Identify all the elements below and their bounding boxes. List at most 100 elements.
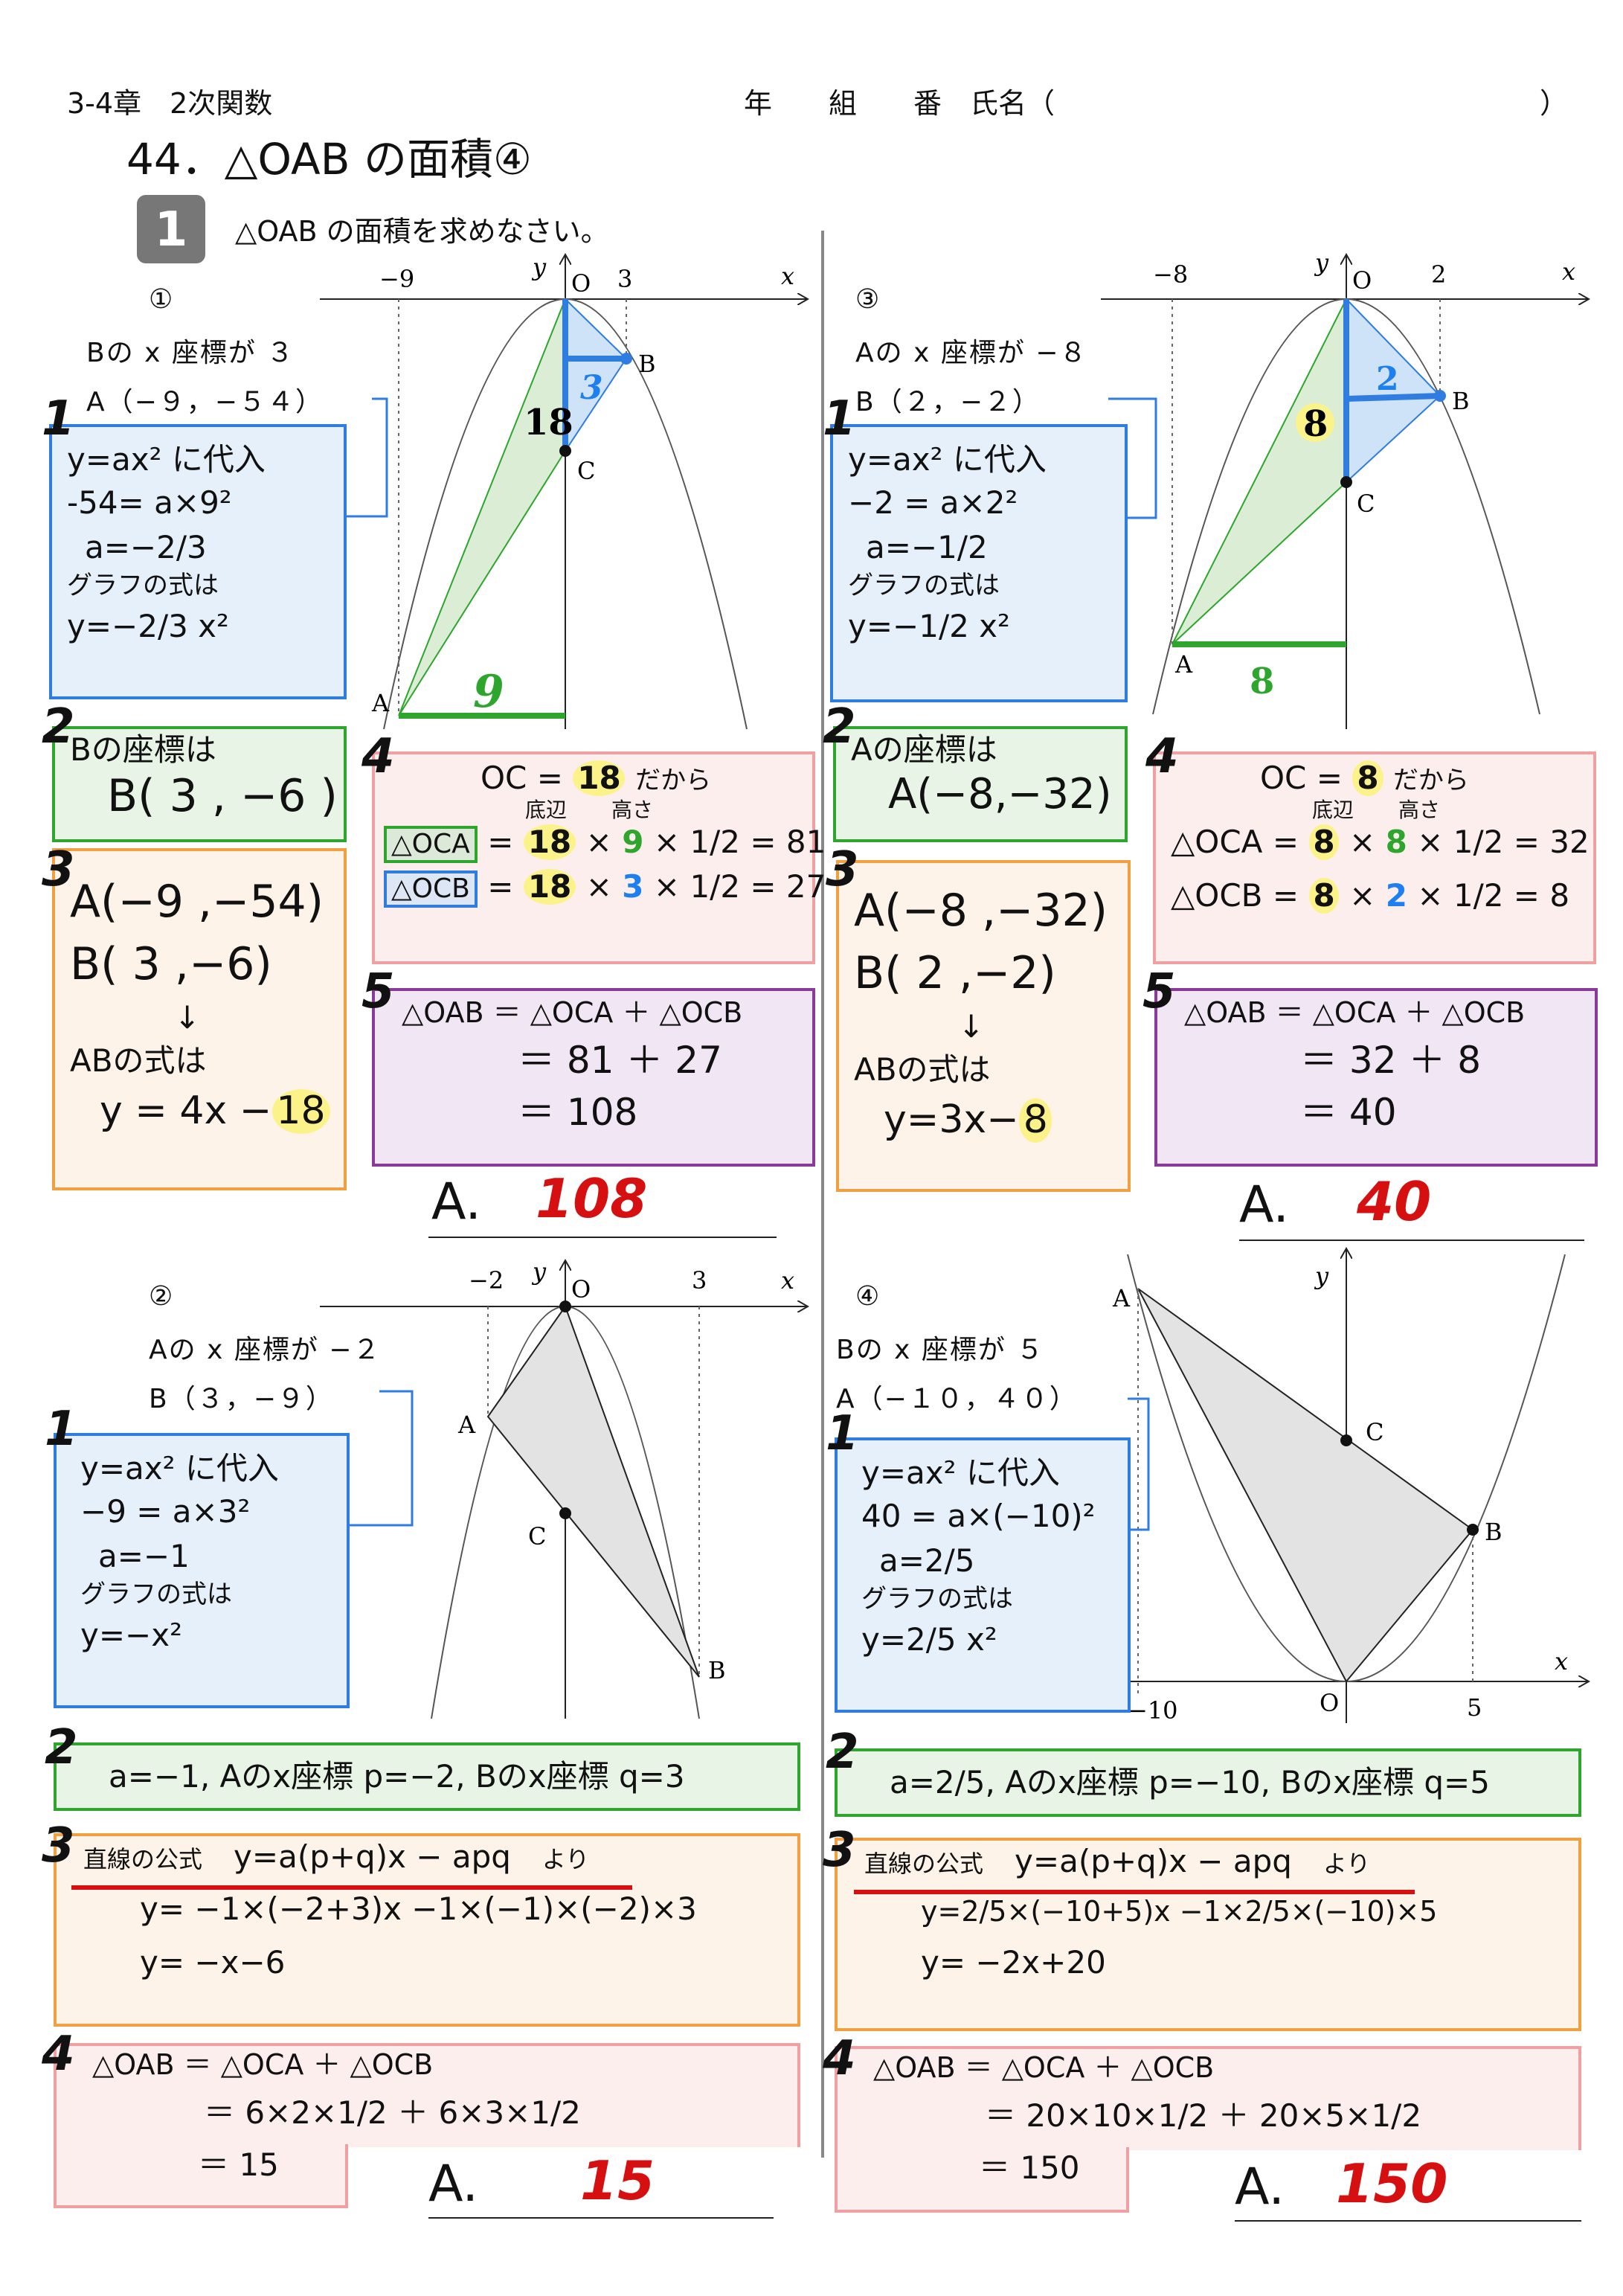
step4-box: △OAB ＝ △OCA ＋ △OCB ＝ 20×10×1/2 ＋ 20×5×1/… [835, 2046, 1581, 2150]
line: より [541, 1845, 590, 1873]
formula-underline [71, 1885, 632, 1890]
base-header: 底辺 [1312, 799, 1354, 824]
point-c [559, 1507, 571, 1519]
step-number: 1 [45, 1400, 78, 1457]
problem-number: ① [149, 284, 175, 315]
step2-box: a=−1, Aのx座標 p=−2, Bのx座標 q=3 [54, 1742, 800, 1811]
step4-box: OC = 8 だから 底辺高さ △OCA = 8 × 8 × 1/2 = 32 … [1153, 751, 1596, 964]
label-c: C [577, 457, 595, 485]
line: a=2/5, Aのx座標 p=−10, Bのx座標 q=5 [890, 1765, 1490, 1800]
line: Aの座標は [851, 732, 997, 768]
line: △OAB ＝ △OCA ＋ △OCB [402, 997, 743, 1030]
answer-value: 15 [580, 2152, 655, 2213]
point-c [1340, 476, 1352, 488]
tick-pos: 3 [692, 1266, 707, 1295]
point-c [1340, 1434, 1352, 1446]
line: y= −1×(−2+3)x −1×(−1)×(−2)×3 [140, 1891, 697, 1928]
line: OC = [481, 760, 563, 796]
triangle-oab [1137, 1288, 1474, 1683]
y-label: y [1314, 248, 1329, 277]
name-close-paren: ） [1540, 88, 1569, 121]
line: グラフの式は [848, 571, 1000, 602]
step-number: 4 [1145, 728, 1179, 784]
line: y = 4x − [100, 1088, 272, 1134]
label-b: B [708, 1656, 726, 1684]
point-b [1467, 1524, 1479, 1536]
graph-problem-1: −9 3 O y x A B C 9 3 18 [320, 253, 806, 730]
step-number: 5 [361, 963, 395, 1019]
label-c: C [1366, 1418, 1383, 1446]
step1-box: y=ax² に代入 -54= a×9² a=−2/3 グラフの式は y=−2/3… [49, 424, 347, 699]
line: ＝ 20×10×1/2 ＋ 20×5×1/2 [985, 2097, 1422, 2134]
condition-2: A（−１０，４０） [836, 1384, 1078, 1415]
line: 直線の公式 [864, 1850, 984, 1878]
line: B( 2 ,−2) [854, 948, 1056, 1000]
x-label: x [1562, 257, 1575, 286]
answer-prefix: A. [428, 2155, 478, 2214]
eq: = [487, 868, 514, 905]
row-oca: △OCA = 18 × 9 × 1/2 = 81 [384, 822, 826, 866]
base: 8 [1308, 824, 1340, 861]
point-b [620, 353, 632, 365]
times: × [1349, 824, 1376, 861]
arrow-down-icon: ↓ [174, 1000, 201, 1036]
point-o [559, 1301, 571, 1312]
oc-highlight [1296, 403, 1334, 442]
answer-underline [1239, 1240, 1584, 1241]
line: a=−1 [98, 1538, 190, 1574]
step4-box-tail: ＝ 15 [54, 2144, 348, 2208]
answer-underline [1235, 2220, 1581, 2222]
step-number: 5 [1142, 963, 1176, 1019]
y-label: y [531, 253, 547, 281]
times: × [1349, 877, 1376, 914]
origin-label: O [1352, 266, 1372, 295]
label-b: B [638, 350, 656, 378]
tick-pos: 2 [1431, 260, 1446, 289]
step-number: 3 [823, 1821, 856, 1878]
height-value: 3 [580, 369, 603, 407]
line: y=−2/3 x² [67, 608, 229, 644]
point-b [1434, 390, 1446, 402]
oc-value: 8 [1303, 403, 1328, 445]
line: A(−8 ,−32) [854, 885, 1108, 937]
line: a=−2/3 [85, 529, 207, 565]
base: 18 [523, 868, 576, 905]
oc-value: 18 [573, 760, 626, 796]
page-title: 44．△OAB の面積④ [126, 134, 532, 185]
condition-1: Aの x 座標が −８ [855, 338, 1088, 369]
condition-1: Aの x 座標が −２ [149, 1335, 382, 1366]
line: y=ax² に代入 [67, 442, 266, 478]
triangle-oab [486, 1304, 700, 1678]
step4-box: △OAB ＝ △OCA ＋ △OCB ＝ 6×2×1/2 ＋ 6×3×1/2 [54, 2043, 800, 2147]
row-oca: △OCA = 8 × 8 × 1/2 = 32 [1171, 822, 1593, 866]
section-badge: 1 [137, 195, 205, 263]
answer-underline [428, 1237, 777, 1238]
formula: y=a(p+q)x − apq [1015, 1844, 1292, 1879]
answer-prefix: A. [1235, 2158, 1285, 2217]
line: だから [1392, 766, 1469, 796]
step-number: 3 [42, 841, 75, 897]
intercept-highlight: 18 [271, 1088, 330, 1134]
step5-box: △OAB ＝ △OCA ＋ △OCB ＝ 32 ＋ 8 ＝ 40 [1154, 988, 1598, 1167]
step-number: 2 [823, 698, 856, 754]
answer-value: 150 [1336, 2155, 1448, 2216]
line: グラフの式は [80, 1580, 232, 1611]
row-ocb: △OCB = 18 × 3 × 1/2 = 27 [384, 866, 826, 910]
label: △OCA [1171, 824, 1263, 861]
origin-label: O [571, 269, 591, 298]
step-number: 4 [361, 728, 395, 784]
step-number: 4 [823, 2030, 856, 2086]
origin-label: O [571, 1275, 591, 1303]
tick-neg: −10 [1128, 1696, 1178, 1725]
line: y=ax² に代入 [80, 1451, 279, 1487]
graph-problem-4: −10 5 O y x A B C [1112, 1250, 1587, 1725]
problem-number: ② [149, 1281, 175, 1312]
eq: = [1272, 877, 1299, 914]
x-label: x [1555, 1647, 1568, 1675]
rest: × 1/2 = 81 [653, 824, 826, 861]
oc-value: 18 [524, 402, 573, 443]
times: × [585, 824, 612, 861]
height-line [1346, 393, 1441, 402]
height: 8 [1385, 824, 1407, 861]
